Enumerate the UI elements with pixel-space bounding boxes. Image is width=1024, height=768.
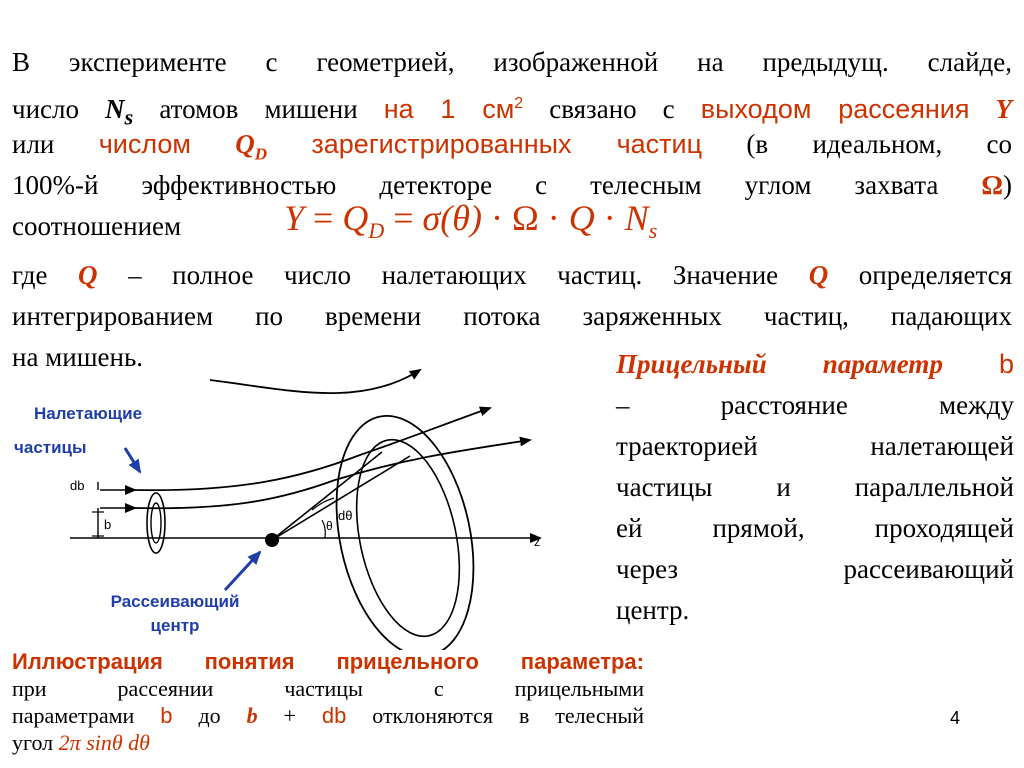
impact-line-2: – расстояние между [616,390,1014,420]
detector-ring-inner [355,438,461,638]
where-line-1: где Q – полное число налетающих частиц. … [12,260,1013,290]
entrance-ring-outer [146,492,166,554]
impact-line-1: Прицельный параметр b [616,349,1014,379]
z-label: z [534,535,540,549]
where-line-2: интегрированием по времени потока заряже… [12,301,1012,331]
db-label: db [70,478,84,493]
symbol-Ns: Ns [105,94,134,130]
trajectory-lower [134,436,532,510]
symbol-omega: Ω [981,170,1003,200]
scattering-center-label: Рассеивающий центр [110,592,240,635]
impact-parameter-definition: Прицельный параметр b – расстояние между… [616,344,1014,631]
impact-line-5: ей прямой, проходящей [616,513,1014,543]
intro-line-1: В эксперименте с геометрией, изображенно… [12,47,1012,77]
caption-line-3: параметрами b до b + db отклоняются в те… [12,703,645,728]
center-pointer-arrow [223,550,262,592]
symbol-QD: QD [235,129,268,164]
incoming-pointer-arrow [123,447,142,474]
trajectory-upper [134,406,492,492]
caption-line-2: при рассеянии частицы с прицельными [12,676,644,701]
intro-paragraph: В эксперименте с геометрией, изображенно… [12,42,1012,247]
where-line-3: на мишень. [12,342,144,372]
impact-line-4: частицы и параллельной [616,472,1014,502]
yield-formula: Y = QD = σ(θ) · Ω · Q · Ns [284,198,658,244]
scattering-diagram: db b dθ θ z [70,368,542,650]
entrance-ring-inner [150,502,162,544]
scatter-line-1 [271,451,383,541]
where-paragraph: где Q – полное число налетающих частиц. … [12,255,1012,378]
theta-label: θ [326,519,333,533]
detector-ring-outer [335,415,475,650]
scatter-line-2 [271,455,411,541]
b-label: b [104,517,111,532]
dtheta-label: dθ [338,508,352,523]
intro-line-2: число Ns атомов мишени на 1 см2 связано … [12,94,1013,130]
intro-line-4: 100%-й эффективностью детекторе с телесн… [12,170,1012,200]
caption-title: Иллюстрация понятия прицельного параметр… [12,649,644,674]
impact-line-7: центр. [616,595,690,625]
slide-number: 4 [950,708,961,728]
incoming-particles-label: Налетающие частицы [14,404,143,457]
intro-line-3: или числом QD зарегистрированных частиц … [12,129,1013,164]
impact-line-3: траекторией налетающей [616,431,1014,461]
trajectory-outer [209,368,422,395]
caption-line-4: угол 2π sinθ dθ [12,730,150,755]
figure-caption: Иллюстрация понятия прицельного параметр… [12,648,644,756]
scattering-center-dot [265,533,279,547]
impact-line-6: через рассеивающий [616,554,1014,584]
symbol-Y: Y [995,94,1013,124]
intro-line-5: соотношением [12,211,182,241]
